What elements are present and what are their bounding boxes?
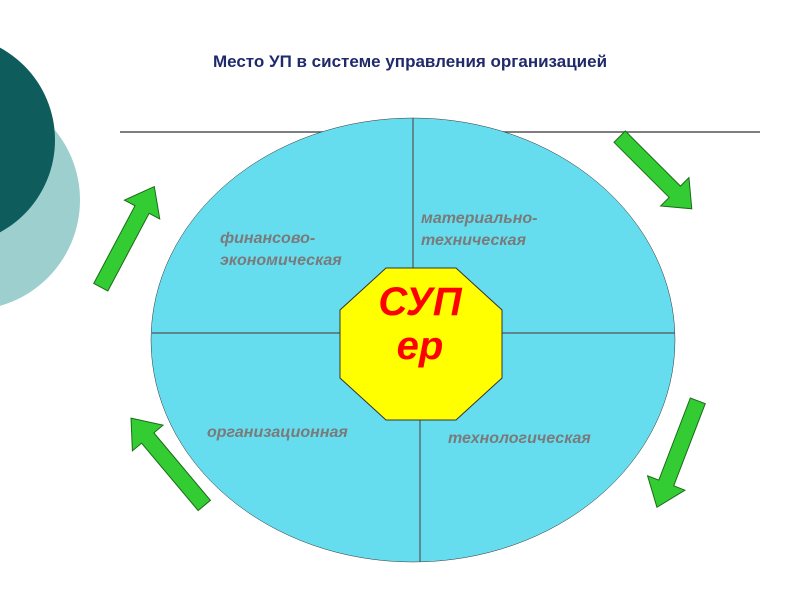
sector-label-organizational: организационная bbox=[207, 424, 348, 441]
sector-label-material: материально- техническая bbox=[421, 210, 538, 249]
center-label-line1: СУП bbox=[378, 280, 462, 324]
center-label: СУП ер bbox=[340, 280, 500, 368]
arrow-top-right bbox=[613, 130, 693, 210]
center-octagon bbox=[339, 267, 503, 421]
sector-label-technological: технологическая bbox=[448, 430, 591, 447]
arrow-bottom-left bbox=[130, 417, 212, 512]
center-label-line2: ер bbox=[396, 324, 444, 368]
sector-label-financial: финансово- экономическая bbox=[220, 230, 342, 269]
arrow-bottom-right bbox=[646, 397, 706, 509]
arrow-top-left bbox=[93, 185, 161, 292]
page-title: Место УП в системе управления организаци… bbox=[212, 52, 608, 71]
decor-circle-dark bbox=[0, 47, 55, 233]
